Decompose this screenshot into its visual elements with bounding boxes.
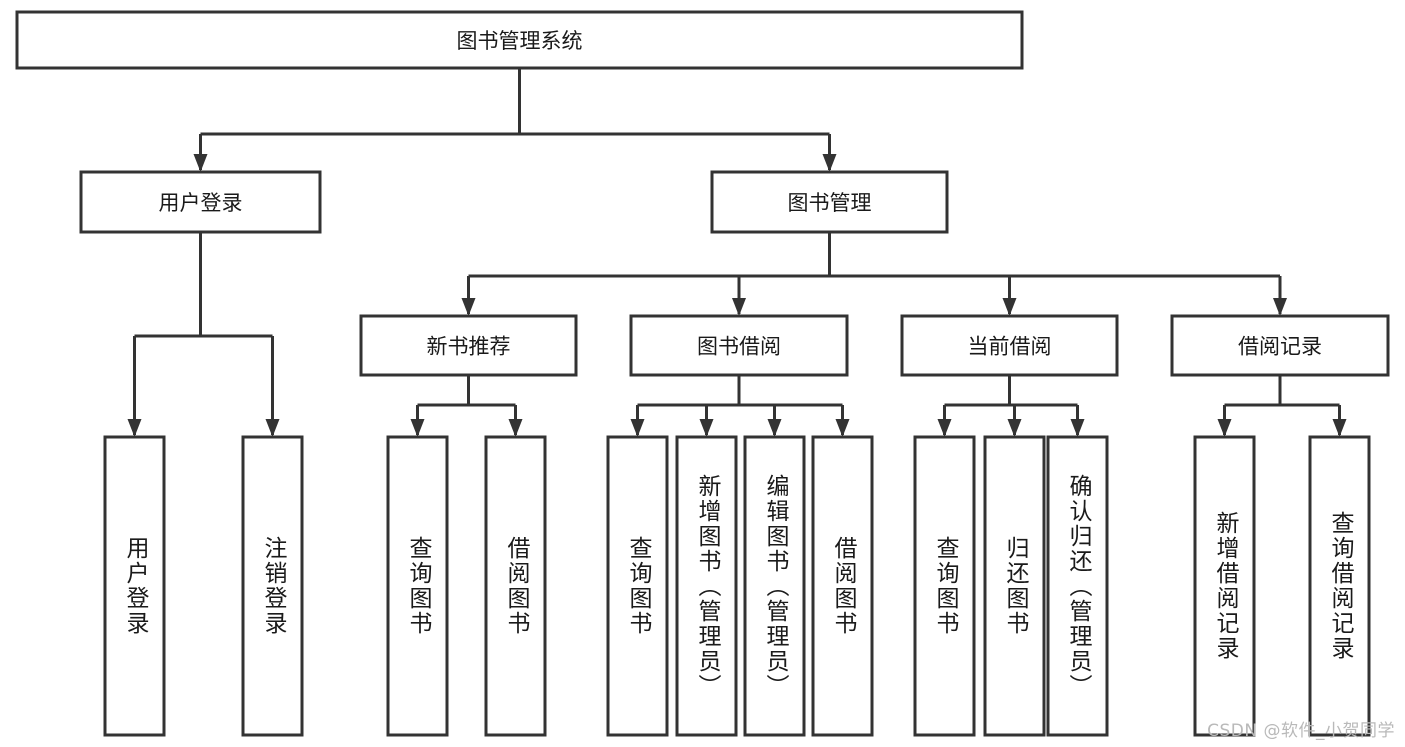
leaf-node-10[interactable]: [1046, 435, 1109, 737]
leaf-arrow-1-1: [508, 419, 523, 437]
leaf-node-1[interactable]: [241, 435, 304, 737]
leaf-node-6[interactable]: [743, 435, 806, 737]
level2-node-0[interactable]: [79, 170, 322, 234]
leaf-arrow-3-2: [1070, 419, 1085, 437]
root-node-0[interactable]: [15, 10, 1024, 70]
level2-arrow-1: [822, 154, 837, 172]
level3-node-label-3: 借阅记录: [1238, 335, 1322, 359]
leaf-node-12[interactable]: [1308, 435, 1371, 737]
leaf-node-8[interactable]: [913, 435, 976, 737]
level2-arrow-0: [193, 154, 208, 172]
leaf-arrow-0-1: [265, 419, 280, 437]
level3-arrow-0: [461, 298, 476, 316]
connectors-layer: [127, 68, 1347, 437]
level3-node-0[interactable]: [359, 314, 578, 377]
leaf-arrow-2-0: [630, 419, 645, 437]
leaf-arrow-3-0: [937, 419, 952, 437]
leaf-node-11[interactable]: [1193, 435, 1256, 737]
leaf-arrow-1-0: [410, 419, 425, 437]
root-node-label-0: 图书管理系统: [457, 29, 583, 53]
level3-node-label-2: 当前借阅: [968, 335, 1052, 359]
level3-node-2[interactable]: [900, 314, 1119, 377]
level3-node-label-0: 新书推荐: [427, 335, 511, 359]
leaf-arrow-4-1: [1332, 419, 1347, 437]
leaf-node-9[interactable]: [983, 435, 1046, 737]
level3-arrow-2: [1002, 298, 1017, 316]
leaf-node-7[interactable]: [811, 435, 874, 737]
level2-node-1[interactable]: [710, 170, 949, 234]
level3-node-1[interactable]: [629, 314, 849, 377]
leaf-node-4[interactable]: [606, 435, 669, 737]
leaf-arrow-4-0: [1217, 419, 1232, 437]
leaf-arrow-3-1: [1007, 419, 1022, 437]
level3-arrow-1: [732, 298, 746, 316]
leaf-arrow-2-1: [699, 419, 714, 437]
leaf-node-3[interactable]: [484, 435, 547, 737]
level3-node-3[interactable]: [1170, 314, 1390, 377]
level2-node-label-0: 用户登录: [159, 191, 243, 215]
leaf-arrow-2-3: [835, 419, 850, 437]
leaf-node-0[interactable]: [103, 435, 166, 737]
level2-node-label-1: 图书管理: [788, 191, 872, 215]
leaf-node-2[interactable]: [386, 435, 449, 737]
leaf-node-5[interactable]: [675, 435, 738, 737]
leaf-arrow-0-0: [127, 419, 142, 437]
level3-node-label-1: 图书借阅: [697, 335, 781, 359]
level3-arrow-3: [1273, 298, 1287, 316]
boxes-layer: [15, 10, 1390, 737]
csdn-watermark: CSDN @软件_小贺同学: [1207, 721, 1395, 741]
leaf-arrow-2-2: [767, 419, 782, 437]
